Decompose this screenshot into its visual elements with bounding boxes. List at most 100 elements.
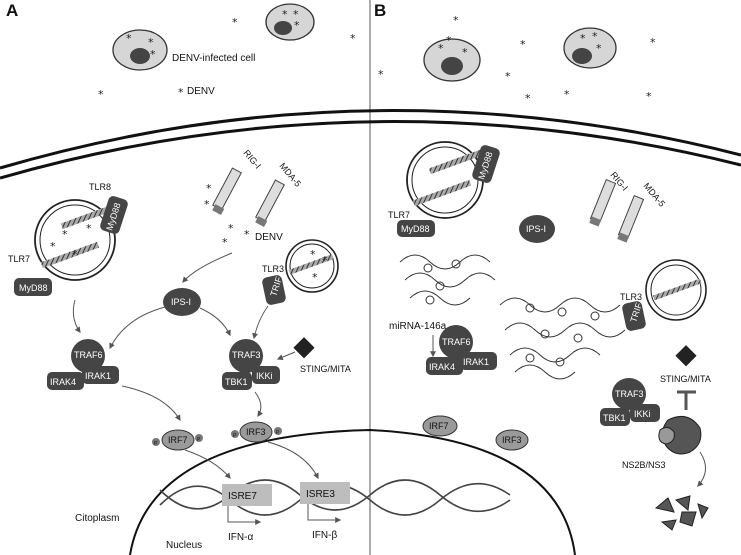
svg-text:IPS-I: IPS-I <box>171 297 191 307</box>
denv-particle: * <box>228 222 234 235</box>
rigi-receptor-a <box>212 167 242 215</box>
svg-text:*: * <box>592 30 598 43</box>
citoplasm-label: Citoplasm <box>75 513 119 524</box>
arrow-irf3-to-isre3 <box>267 441 319 480</box>
svg-text:*: * <box>438 42 444 55</box>
ifn-beta-label: IFN-β <box>312 530 337 541</box>
tlr3-label-a: TLR3 <box>262 264 284 274</box>
mda5-label-b: MDA-5 <box>641 181 667 209</box>
cleaved-fragments <box>654 495 709 531</box>
ns2b-ns3-protease <box>658 415 702 455</box>
irf7-node-a: P IRF7 P <box>152 429 203 451</box>
nucleus-envelope <box>129 428 576 555</box>
traf3-complex-a: TRAF3 TBK1 IKKi <box>222 339 280 390</box>
svg-text:*: * <box>72 248 78 261</box>
traf3-complex-b: TRAF3 TBK1 IKKi <box>600 378 660 426</box>
arrow-irf7-to-isre7 <box>184 449 231 479</box>
denv-particle: * <box>520 38 526 51</box>
cell-membrane-inner <box>0 120 741 180</box>
denv-particle: * <box>505 70 511 83</box>
denv-particle: * <box>564 88 570 101</box>
denv-particle: * <box>378 68 384 81</box>
isre7-box: ISRE7 <box>222 484 272 506</box>
denv-arrow-label: DENV <box>255 232 283 243</box>
arrow-trif-to-traf3 <box>252 305 269 340</box>
denv-particle: * <box>646 90 652 103</box>
trif-box-b: TRIF <box>622 301 646 331</box>
cell-membrane-outer <box>0 109 741 170</box>
denv-particle: * <box>232 16 238 29</box>
denv-infected-cell-label: DENV-infected cell <box>172 53 255 64</box>
svg-text:TRAF6: TRAF6 <box>442 337 471 347</box>
svg-text:*: * <box>126 32 132 45</box>
denv-infected-cell-a2: *** <box>265 3 315 41</box>
nucleus-label: Nucleus <box>166 540 202 551</box>
svg-text:ISRE7: ISRE7 <box>228 491 257 502</box>
ifn-alpha-label: IFN-α <box>228 532 253 543</box>
trif-box-a: TRIF <box>262 275 286 305</box>
svg-text:IRAK4: IRAK4 <box>50 377 76 387</box>
arrow-isre7-ifna <box>227 506 262 525</box>
svg-text:*: * <box>62 228 68 241</box>
ips1-node-a: IPS-I <box>163 288 201 316</box>
tlr3-label-b: TLR3 <box>620 292 642 302</box>
endosome-tlr3-a: *** <box>285 239 339 293</box>
traf6-complex-a: TRAF6 IRAK4 IRAK1 <box>47 339 119 390</box>
tlr7-label-b: TLR7 <box>388 210 410 220</box>
svg-text:P: P <box>154 441 158 447</box>
sting-label-b: STING/MITA <box>660 374 711 384</box>
denv-particle: * <box>204 198 210 211</box>
arrow-traf6-to-irf7 <box>121 385 181 422</box>
denv-infected-cell-b2: *** <box>563 27 617 69</box>
irf7-node-b: IRF7 <box>422 415 458 437</box>
svg-text:*: * <box>293 8 299 21</box>
denv-particle: * <box>222 236 228 249</box>
denv-particle: * <box>178 86 184 99</box>
svg-text:TRAF6: TRAF6 <box>74 350 103 360</box>
svg-text:MyD88: MyD88 <box>19 283 48 293</box>
svg-text:IPS-I: IPS-I <box>526 224 546 234</box>
irf3-node-a: P IRF3 P <box>231 421 282 443</box>
ips1-node-b: IPS-I <box>519 215 555 243</box>
svg-text:TRAF3: TRAF3 <box>615 389 644 399</box>
svg-text:*: * <box>294 19 300 32</box>
svg-text:IRAK1: IRAK1 <box>463 357 489 367</box>
svg-text:*: * <box>596 42 602 55</box>
endosome-tlr78-b <box>406 141 488 219</box>
svg-text:TBK1: TBK1 <box>603 413 626 423</box>
svg-text:*: * <box>148 36 154 49</box>
svg-text:*: * <box>310 248 316 261</box>
svg-text:IRF3: IRF3 <box>246 427 266 437</box>
arrow-traf3-to-irf3 <box>254 391 264 418</box>
svg-text:P: P <box>233 433 237 439</box>
svg-text:IRAK4: IRAK4 <box>429 362 455 372</box>
arrow-ips1-to-traf6 <box>109 306 166 350</box>
sting-label-a: STING/MITA <box>300 364 351 374</box>
tlr7-label-a: TLR7 <box>8 254 30 264</box>
svg-text:IRF7: IRF7 <box>429 421 449 431</box>
svg-text:*: * <box>580 32 586 45</box>
denv-particle: * <box>525 92 531 105</box>
traf6-complex-b: TRAF6 IRAK4 IRAK1 <box>426 325 497 375</box>
myd88-box-a-top: MyD88 <box>100 196 128 234</box>
svg-text:TBK1: TBK1 <box>225 377 248 387</box>
viral-rna-cluster-1 <box>399 254 496 306</box>
svg-text:P: P <box>276 430 280 436</box>
mda5-receptor-a <box>255 179 285 227</box>
viral-rna-cluster-2 <box>499 297 626 380</box>
denv-infected-cell-b1: *** <box>423 34 481 82</box>
svg-text:IKKi: IKKi <box>256 371 273 381</box>
arrow-tlr78-to-traf6 <box>72 299 81 333</box>
denv-particle: * <box>453 14 459 27</box>
svg-text:IRAK1: IRAK1 <box>85 371 111 381</box>
denv-infected-cell-a1: *** <box>112 29 168 71</box>
mirna-label: miRNA-146a <box>389 321 447 332</box>
svg-text:IKKi: IKKi <box>634 409 651 419</box>
svg-text:*: * <box>150 48 156 61</box>
myd88-box-b-bottom: MyD88 <box>397 220 435 237</box>
svg-text:IRF3: IRF3 <box>502 435 522 445</box>
inhibition-bar <box>677 390 696 410</box>
irf3-node-b: IRF3 <box>495 429 529 451</box>
svg-text:IRF7: IRF7 <box>168 435 188 445</box>
